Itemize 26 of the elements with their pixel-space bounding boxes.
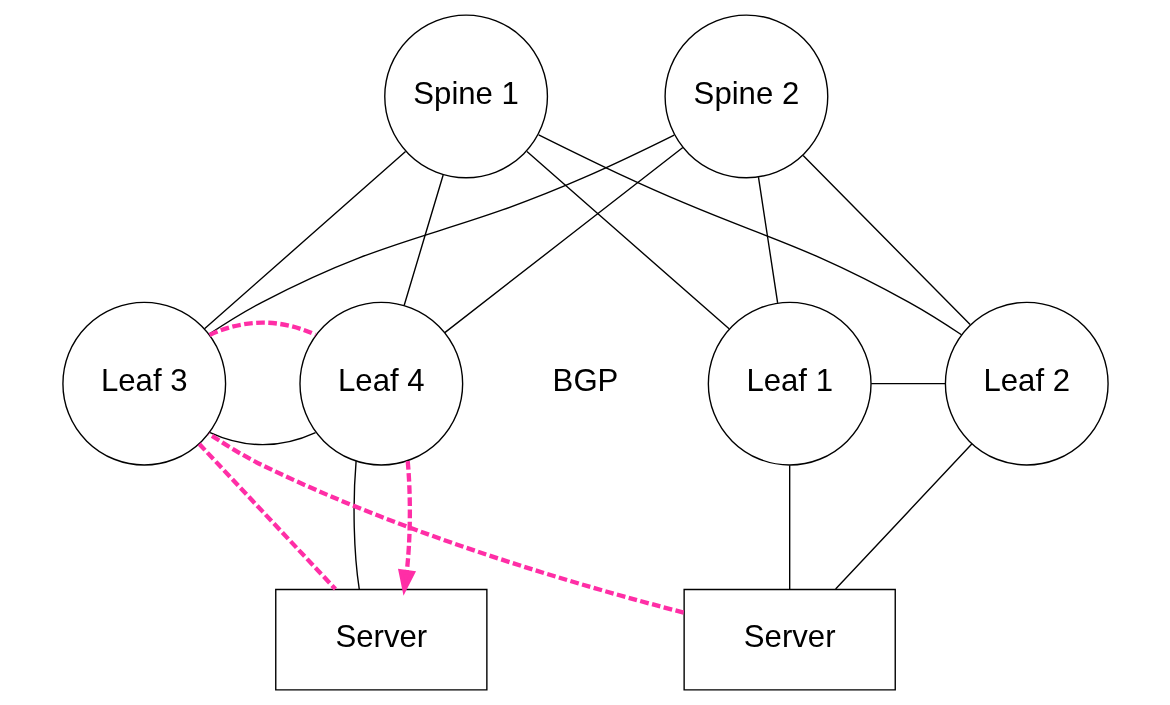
connector (757, 176, 778, 304)
connector (525, 150, 730, 330)
arrow (397, 461, 416, 596)
connector (197, 442, 337, 591)
node-circle: Spine 1 (383, 14, 548, 179)
connector (537, 134, 962, 336)
connector (869, 382, 946, 385)
connector (443, 146, 684, 334)
node-circle: Spine 2 (663, 14, 828, 179)
connector (207, 431, 684, 615)
connector (203, 150, 406, 330)
connector (208, 134, 675, 335)
connector (788, 464, 790, 591)
connector (352, 460, 360, 591)
connector (208, 431, 316, 446)
connector (402, 174, 444, 307)
node-box: Server (682, 588, 896, 691)
label: BGP (552, 363, 618, 399)
node-circle: Leaf 4 (298, 301, 463, 466)
node-circle: Leaf 3 (61, 301, 226, 466)
node-box: Server (274, 588, 488, 691)
node-circle: Leaf 1 (707, 301, 872, 466)
connector (801, 154, 971, 326)
connector (834, 443, 972, 590)
node-circle: Leaf 2 (944, 301, 1109, 466)
connector (208, 320, 316, 337)
